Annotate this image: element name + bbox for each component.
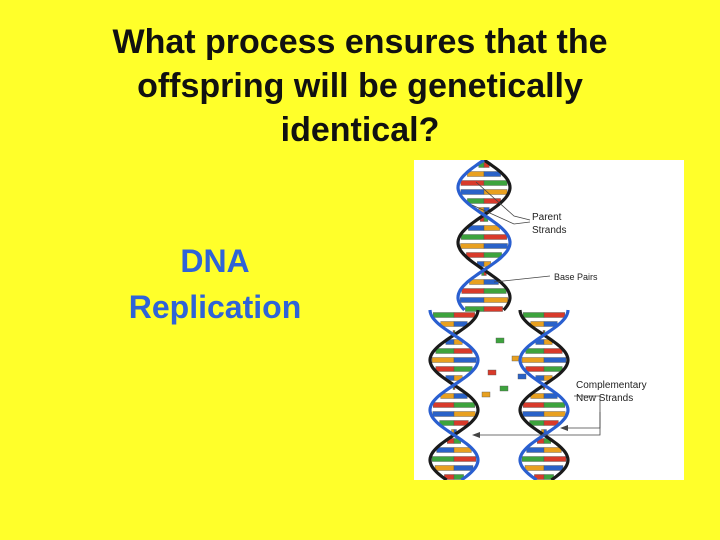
answer-line-1: DNA	[180, 243, 250, 279]
daughter-right-base	[524, 465, 545, 471]
answer-text: DNA Replication	[90, 238, 340, 330]
title-line-2: offspring will be genetically	[137, 67, 583, 105]
label-parent: Parent	[532, 212, 562, 223]
parent-base	[466, 252, 485, 258]
dna-diagram-svg: Parent Strands Base Pairs Complementary …	[428, 160, 647, 480]
dna-strands	[428, 160, 570, 480]
parent-base	[483, 306, 503, 312]
daughter-left-base	[453, 447, 472, 453]
daughter-left-base	[453, 402, 475, 408]
title-line-3: identical?	[280, 111, 440, 149]
daughter-left-base	[435, 366, 455, 372]
parent-base	[461, 288, 485, 294]
daughter-left-base	[453, 312, 475, 318]
daughter-right-base	[522, 402, 545, 408]
daughter-left-base	[453, 456, 477, 462]
daughter-right-base	[525, 348, 545, 354]
daughter-left-base	[453, 411, 476, 417]
label-complementary: Complementary	[576, 380, 647, 391]
new-strands-leader-right	[564, 412, 601, 429]
parent-base	[460, 243, 485, 249]
daughter-right-base	[543, 447, 562, 453]
parent-strand-b	[456, 160, 512, 312]
daughter-right-base	[521, 357, 545, 363]
daughter-left-base	[433, 312, 455, 318]
parent-base	[483, 189, 508, 195]
free-nucleotide	[517, 373, 527, 380]
parent-base	[483, 297, 508, 303]
daughter-right-base	[521, 456, 545, 462]
parent-base	[460, 189, 485, 195]
arrowhead-right	[560, 425, 568, 431]
label-new-strands: New Strands	[576, 393, 633, 404]
dna-replication-diagram: Parent Strands Base Pairs Complementary …	[414, 160, 684, 480]
parent-base	[483, 234, 507, 240]
daughter-left-base	[453, 348, 473, 354]
daughter-right-base	[543, 456, 567, 462]
parent-base	[483, 171, 501, 177]
base-pair-rungs	[431, 162, 567, 480]
daughter-left-base	[431, 456, 455, 462]
daughter-right-base	[543, 348, 563, 354]
daughter-left-base	[453, 366, 473, 372]
parent-base	[460, 297, 485, 303]
parent-base	[483, 288, 507, 294]
daughter-left-base	[453, 357, 477, 363]
daughter-right-base	[526, 447, 545, 453]
daughter-left-base	[431, 357, 455, 363]
free-nucleotide	[499, 385, 509, 392]
daughter-right-base	[543, 357, 567, 363]
label-strands: Strands	[532, 225, 566, 236]
daughter-left-base	[453, 465, 474, 471]
daughter-left-base	[436, 447, 455, 453]
parent-base	[467, 198, 485, 204]
free-nucleotide	[495, 337, 505, 344]
label-base-pairs: Base Pairs	[554, 272, 598, 282]
base-pairs-leader	[493, 275, 551, 283]
parent-base	[483, 252, 502, 258]
daughter-left-base	[432, 411, 455, 417]
daughter-left-base	[433, 402, 455, 408]
parent-base	[465, 306, 485, 312]
daughter-right-base	[543, 411, 566, 417]
parent-base	[461, 234, 485, 240]
title-line-1: What process ensures that the	[112, 23, 608, 61]
arrowhead-left	[472, 432, 480, 438]
parent-strand-leader-2	[471, 204, 531, 225]
parent-base	[483, 198, 501, 204]
daughter-right-base	[543, 402, 565, 408]
daughter-right-base	[522, 411, 545, 417]
daughter-right-strand-a	[518, 309, 570, 480]
slide-title: What process ensures that the offspring …	[40, 20, 680, 152]
parent-base	[460, 180, 485, 186]
daughter-right-base	[543, 465, 564, 471]
leader-lines	[471, 181, 601, 436]
daughter-right-strand-b	[518, 309, 570, 480]
parent-strand-a	[456, 160, 512, 312]
daughter-right-base	[522, 312, 545, 318]
parent-base	[467, 171, 485, 177]
daughter-left-base	[434, 465, 455, 471]
free-nucleotide	[487, 369, 497, 376]
daughter-right-base	[525, 366, 545, 372]
free-nucleotide	[481, 391, 491, 398]
daughter-right-base	[543, 366, 563, 372]
daughter-right-base	[543, 312, 565, 318]
parent-strand-leader-1	[475, 181, 531, 221]
daughter-left-base	[435, 348, 455, 354]
parent-base	[483, 243, 508, 249]
answer-line-2: Replication	[128, 289, 302, 325]
daughter-left-strand-b	[428, 309, 480, 480]
parent-base	[483, 180, 508, 186]
daughter-left-strand-a	[428, 309, 480, 480]
